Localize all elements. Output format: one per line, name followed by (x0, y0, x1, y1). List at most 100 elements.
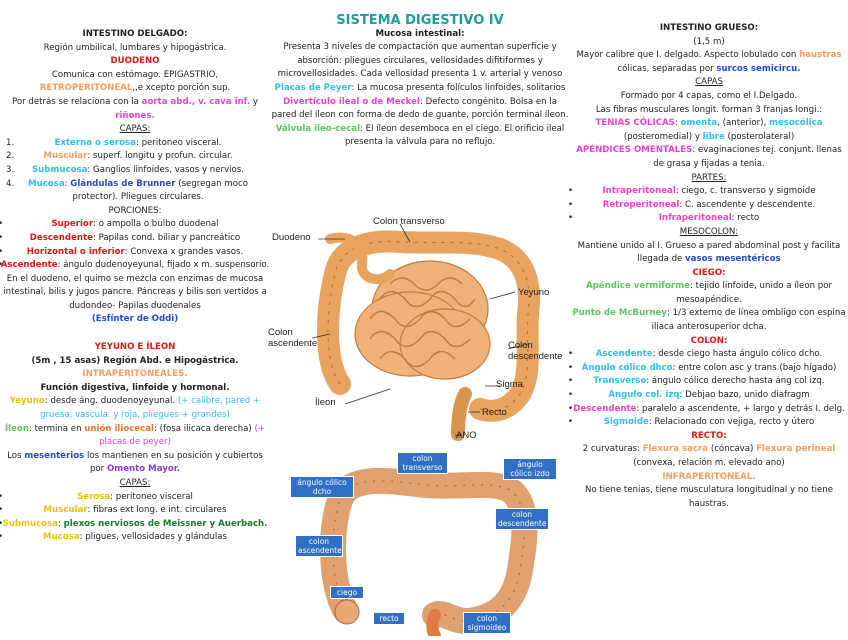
label-recto: Recto (482, 407, 507, 418)
colon-item: Sigmoide: Relacionado con vejiga, recto … (568, 416, 848, 430)
colon-list: Ascendente: desde ciego hasta ángulo cól… (568, 348, 848, 430)
label-yeyuno: Yeyuno (518, 287, 550, 298)
capas3-heading: CAPAS (695, 77, 723, 88)
label-sigma: Sigma (496, 379, 523, 390)
porcion-desc: : Papilas cond. biliar y pancreático (92, 232, 241, 243)
apendice-desc: : tejido linfoide, unido a íleon por mes… (676, 281, 833, 305)
parte-desc: : recto (731, 213, 760, 224)
capa2-item: Submucosa: plexos nerviosos de Meissner … (0, 518, 270, 532)
vasos-label: vasos mesentéricos (685, 254, 781, 265)
posteromedial-text: (posteromedial) y (623, 131, 703, 142)
valvula-label: Válvula ileo-cecal (275, 123, 361, 134)
yeyuno-ileon-heading: YEYUNO E ÍLEON (94, 342, 176, 353)
box-colon-descendente: colon descendente (495, 508, 549, 530)
apendices-desc: : evaginaciones tej. conjunt. llenas de … (653, 145, 842, 169)
recto-shape (451, 387, 472, 441)
label-ileon: Íleon (315, 397, 336, 408)
mayor-text: Mayor calibre que I. delgado. Aspecto lo… (570, 49, 848, 76)
omenta-label: omenta (680, 118, 718, 129)
capa2-label: Submucosa (2, 518, 58, 529)
porcion-item: Descendente: Papilas cond. biliar y panc… (0, 232, 270, 246)
valvula-desc: : El íleon desemboca en el ciego. El ori… (344, 123, 565, 148)
colon-desc: : desde ciego hasta ángulo cólico dcho. (652, 349, 823, 360)
retroperitoneal-line: RETROPERITONEAL,,e xcepto porción sup. (0, 82, 270, 96)
column-intestino-grueso: INTESTINO GRUESO: (1,5 m) Mayor calibre … (568, 0, 848, 511)
apendices-text: APÉNDICES OMENTALES: evaginaciones tej. … (570, 144, 848, 171)
partes-list: Intraperitoneal: ciego, c. transverso y … (568, 185, 848, 226)
box-angulo-colico-izdo: ángulo cólico izdo (503, 458, 557, 480)
apendice-text: Apéndice vermiforme: tejido linfoide, un… (570, 280, 848, 307)
box-colon-sigmoideo: colon sigmoideo (463, 612, 511, 634)
porcion-label: Descendente (29, 232, 93, 243)
colon-label: Ángulo col. izq (608, 390, 680, 401)
meckel-text: Divertículo ileal o de Meckel: Defecto c… (270, 96, 570, 123)
colon-desc: : entre colon asc y trans.(bajo hígado) (672, 362, 837, 373)
tenias-text: TENIAS CÓLICAS: omenta, (anterior), meso… (570, 117, 848, 144)
ciego-heading: CIEGO: (692, 267, 726, 278)
porcion-label: Ascendente (0, 260, 58, 271)
ileon-text: Íleon: termina en unión iliocecal: (fosa… (0, 423, 270, 450)
capa-label: Muscular (43, 151, 88, 162)
coil-lines (369, 277, 476, 368)
colicas-text: cólicas, separadas por (617, 63, 717, 74)
longitud-text: (1,5 m) (693, 36, 725, 47)
parte-desc: : C. ascendente y descendente. (679, 199, 816, 210)
ileon-extra: (+ placas de peyer) (99, 423, 266, 448)
label-colon-transverso: Colon transverso (373, 216, 445, 227)
parte-label: Infraperitoneal (658, 213, 732, 224)
leader-lines (311, 223, 529, 437)
capa-number: 2. (6, 151, 15, 162)
haustras-label: haustras (799, 50, 842, 61)
ciego-shape (334, 599, 360, 625)
capa-label: Mucosa (28, 178, 65, 189)
funcion-text: Función digestiva, linfoide y hormonal. (40, 382, 230, 393)
brunner-label: Glándulas de Brunner (70, 178, 176, 189)
colon-desc: : Debjao bazo, unido diafragm (679, 390, 810, 401)
capa-item: 3.Submucosa: Ganglios linfoides, vasos y… (6, 164, 270, 178)
porcion-item: Superior: o ampolla o bulbo duodenal (0, 218, 270, 232)
colon-shape (320, 467, 538, 634)
colon-item: Descendente: paralelo a ascendente, + la… (568, 403, 848, 417)
porciones-list: Superior: o ampolla o bulbo duodenal Des… (0, 218, 270, 272)
colon-frame-shape (317, 230, 541, 422)
ileon-label: Íleon (4, 423, 29, 434)
mcburney-text: Punto de McBurney: 1/3 externo de línea … (570, 307, 848, 334)
yeyuno-desc: : desde áng. duodenoyeyunal. (44, 396, 178, 407)
mesocolica-label: mesocólica (768, 118, 823, 129)
colon-item: Transverso: ángulo cólico derecho hasta … (568, 375, 848, 389)
porcion-label: Superior (51, 219, 94, 230)
meckel-desc: : Defecto congénito. Bolsa en la pared d… (271, 96, 569, 121)
duodeno-heading: DUODENO (110, 56, 160, 67)
mesenterios-label: mesenterios (24, 450, 85, 461)
recto-photo-shape (426, 609, 441, 640)
capa2-desc: : peritoneo visceral (110, 491, 193, 502)
colon-label: Transverso (593, 376, 647, 387)
aorta-label: aorta abd., v. cava inf. (141, 96, 251, 107)
capa-item: 1.Externa o serosa: peritoneo visceral. (6, 137, 270, 151)
meissner-label: plexos nerviosos de Meissner y Auerbach. (63, 518, 268, 529)
label-ano: ANO (456, 430, 477, 441)
relacion-start: Por detrás se relaciona con la (11, 96, 142, 107)
no-tiene-text: No tiene tenias, tiene musculatura longi… (584, 485, 834, 509)
colon-item: Ángulo cólico dhco: entre colon asc y tr… (568, 362, 848, 376)
colon-heading: COLON: (690, 335, 728, 346)
union-iliocecal-label: unión iliocecal (84, 423, 154, 434)
column-mucosa: SISTEMA DIGESTIVO IV Mucosa intestinal: … (270, 0, 570, 150)
capas-list: 1.Externa o serosa: peritoneo visceral. … (0, 137, 270, 205)
recto-heading: RECTO: (691, 430, 727, 441)
mesent-desc: los mantienen en su posición y cubiertos… (84, 450, 263, 475)
brunner-desc: (segregan moco protector). Pliegues circ… (72, 178, 248, 203)
box-recto: recto (373, 612, 405, 625)
parte-label: Intraperitoneal (602, 186, 676, 197)
capa2-label: Muscular (43, 505, 88, 516)
mesocolon-text: Mantiene unido al I. Grueso a pared abdo… (570, 240, 848, 267)
capa-label: Submucosa (31, 164, 88, 175)
colon-desc: : ángulo cólico derecho hasta áng col iz… (646, 376, 825, 387)
capa2-desc: : pligues, vellosidades y glándulas (79, 532, 227, 543)
mesenterios-text: Los mesenterios los mantienen en su posi… (0, 450, 270, 477)
capa-number: 3. (6, 164, 15, 175)
colon-label: Ángulo cólico dhco (581, 362, 673, 373)
convexa-text: (convexa, relación m. elevado ano) (633, 458, 785, 468)
large-intestine-figure: colon transverso ángulo cólico izdo ángu… (285, 450, 560, 640)
intestine-diagram (311, 223, 541, 441)
